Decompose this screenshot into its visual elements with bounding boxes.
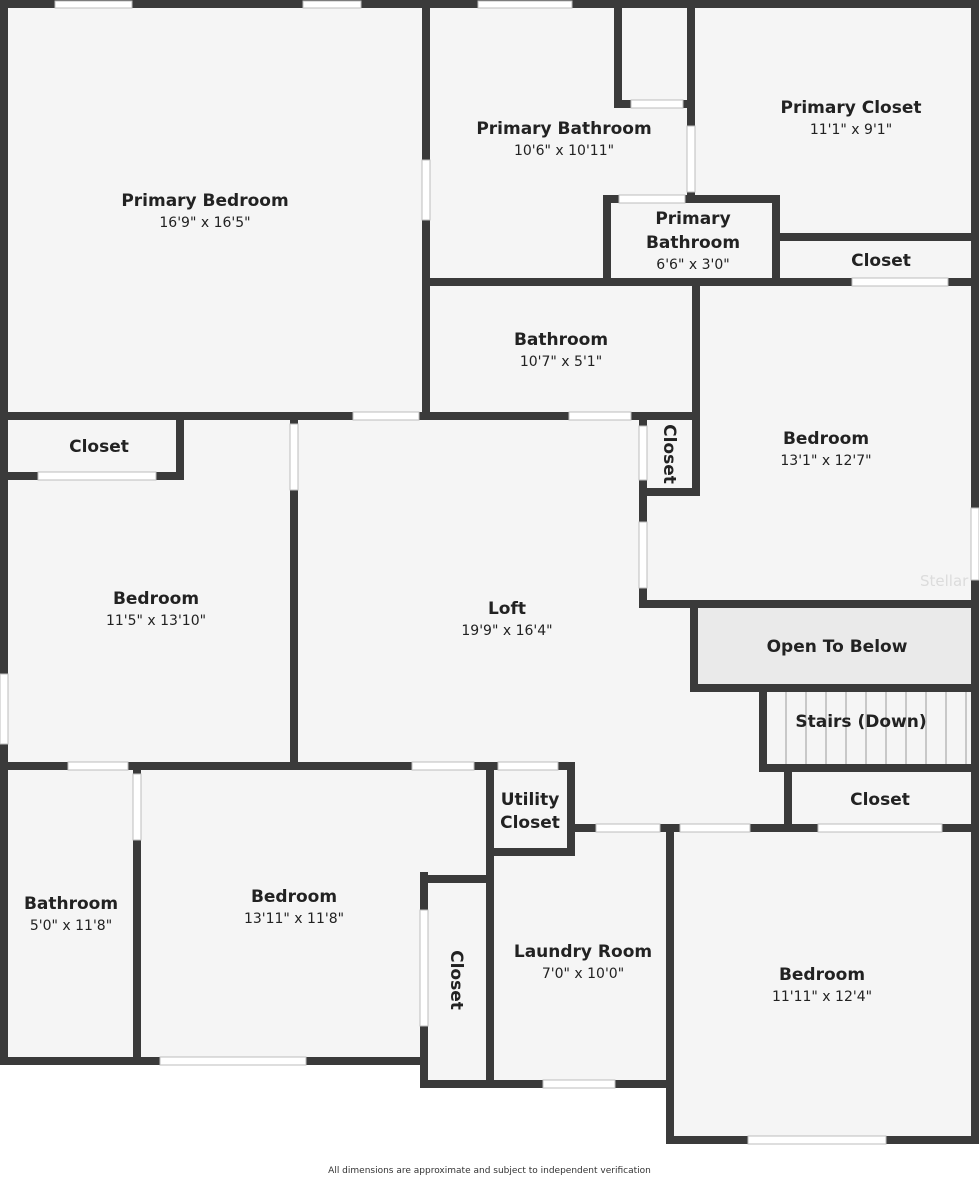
label-stairs: Stairs (Down) [795,712,926,732]
door-opening [817,823,943,833]
label-closet-top-right: Closet [851,251,911,271]
label-bedroom-bottom: Bedroom [251,887,337,907]
dims-bedroom-bottom-right: 11'11" x 12'4" [772,989,872,1005]
door-opening [679,823,751,833]
dims-bedroom-bottom: 13'11" x 11'8" [244,911,344,927]
dims-primary-bathroom-small: 6'6" x 3'0" [656,257,729,273]
door-opening [497,761,559,771]
floor-laundry-ext [424,876,670,1084]
open-to-below-area [694,604,971,688]
label-open-to-below: Open To Below [767,637,908,657]
door-opening [638,425,648,481]
label-bedroom-right: Bedroom [783,429,869,449]
window [970,507,979,581]
label-primary-bathroom-small-2: Bathroom [646,233,740,253]
label-bathroom-mid: Bathroom [514,330,608,350]
window [0,673,9,745]
door-opening [568,411,632,421]
door-opening [419,909,429,1027]
label-bathroom-bottom-left: Bathroom [24,894,118,914]
label-primary-closet: Primary Closet [781,98,922,118]
label-primary-bedroom: Primary Bedroom [121,191,288,211]
window [542,1079,616,1089]
disclaimer-footer: All dimensions are approximate and subje… [328,1166,651,1176]
window [747,1135,887,1145]
openings [0,0,979,1145]
door-opening [67,761,129,771]
door-opening [618,194,686,204]
label-closet-vertical-mid: Closet [659,424,679,484]
dims-loft: 19'9" x 16'4" [461,623,552,639]
label-loft: Loft [488,599,526,619]
door-opening [630,99,684,109]
watermark: Stellar [920,572,969,590]
dims-bathroom-bottom-left: 5'0" x 11'8" [30,918,112,934]
door-opening [411,761,475,771]
room-labels: Primary Bedroom 16'9" x 16'5" Primary Ba… [24,98,927,1010]
label-utility-closet-2: Closet [500,813,560,833]
door-opening [421,159,431,221]
dims-primary-closet: 11'1" x 9'1" [810,122,892,138]
window [302,0,362,9]
label-laundry-room: Laundry Room [514,942,652,962]
label-utility-closet-1: Utility [501,790,560,810]
label-bedroom-left: Bedroom [113,589,199,609]
label-primary-bathroom-small-1: Primary [655,209,730,229]
dims-primary-bedroom: 16'9" x 16'5" [159,215,250,231]
door-opening [851,277,949,287]
floor-bedroom-ext [670,828,975,1140]
window [159,1056,307,1066]
dims-bedroom-left: 11'5" x 13'10" [106,613,206,629]
window [54,0,133,9]
door-opening [132,773,142,841]
door-opening [352,411,420,421]
label-bedroom-bottom-right: Bedroom [779,965,865,985]
dims-laundry-room: 7'0" x 10'0" [542,966,624,982]
door-opening [595,823,661,833]
window [477,0,573,9]
door-opening [289,423,299,491]
door-opening [686,125,696,193]
door-opening [37,471,157,481]
label-closet-vertical-bottom: Closet [446,950,466,1010]
door-opening [638,521,648,589]
dims-bedroom-right: 13'1" x 12'7" [780,453,871,469]
label-primary-bathroom: Primary Bathroom [476,119,651,139]
dims-bathroom-mid: 10'7" x 5'1" [520,354,602,370]
label-closet-left: Closet [69,437,129,457]
dims-primary-bathroom: 10'6" x 10'11" [514,143,614,159]
label-closet-right-lower: Closet [850,790,910,810]
